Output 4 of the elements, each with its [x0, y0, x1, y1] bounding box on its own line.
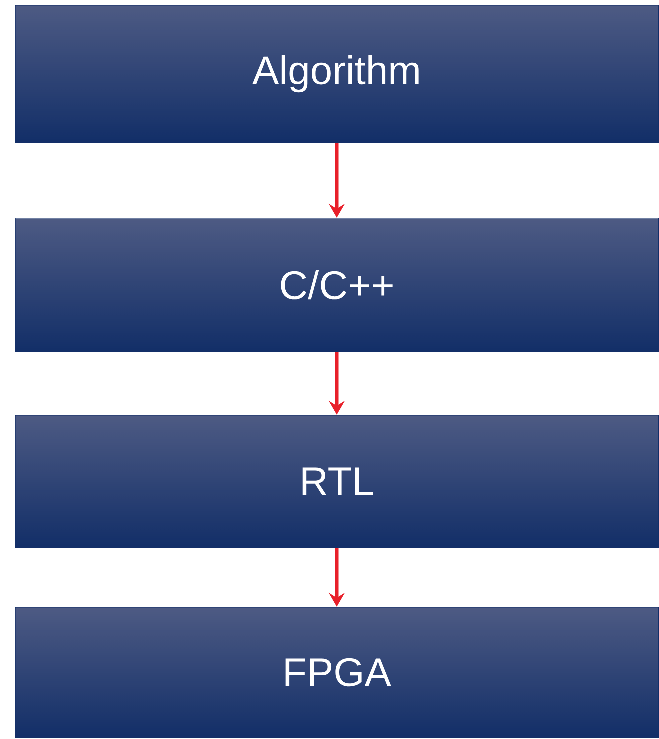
process-box: RTL [15, 415, 659, 548]
process-box: FPGA [15, 607, 659, 738]
process-box: C/C++ [15, 218, 659, 352]
process-box: Algorithm [15, 4, 659, 143]
